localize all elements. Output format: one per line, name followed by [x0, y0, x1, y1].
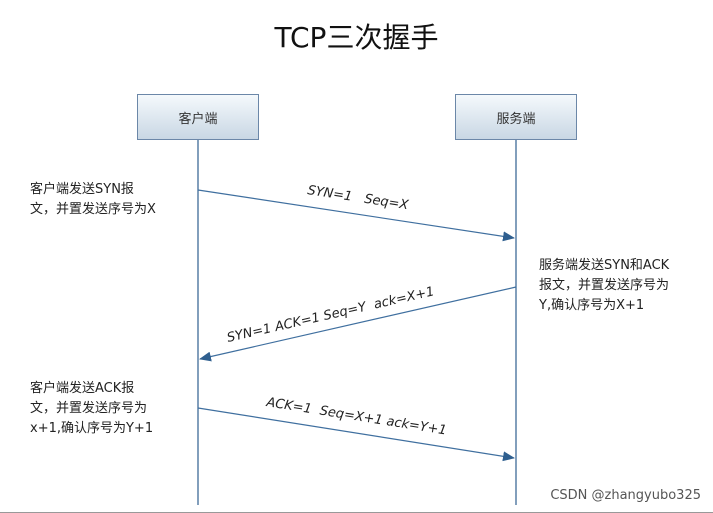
server-lane-label: 服务端	[496, 111, 536, 127]
step2-note-line2: 报文，并置发送序号为	[539, 278, 670, 293]
step1-note-line2: 文，并置发送序号为X	[30, 202, 156, 217]
syn-ack-arrow	[199, 286, 517, 362]
diagram-title: TCP三次握手	[274, 21, 439, 54]
ack-message-label: ACK=1 Seq=X+1 ack=Y+1	[264, 395, 447, 438]
ack-arrow	[197, 407, 515, 462]
step2-note: 服务端发送SYN和ACK 报文，并置发送序号为 Y,确认序号为X+1	[539, 256, 669, 316]
step3-note-line2: 文，并置发送序号为	[30, 401, 148, 416]
step3-note: 客户端发送ACK报 文，并置发送序号为 x+1,确认序号为Y+1	[30, 379, 153, 439]
client-lane-box: 客户端	[137, 94, 259, 140]
step2-note-line1: 服务端发送SYN和ACK	[539, 258, 670, 273]
step1-note-line1: 客户端发送SYN报	[30, 182, 134, 197]
step1-note: 客户端发送SYN报 文，并置发送序号为X	[30, 180, 156, 220]
step2-note-line3: Y,确认序号为X+1	[539, 298, 645, 313]
step3-note-line1: 客户端发送ACK报	[30, 381, 135, 396]
step3-note-line3: x+1,确认序号为Y+1	[30, 421, 154, 436]
server-lane-box: 服务端	[455, 94, 577, 140]
syn-ack-message-label: SYN=1 ACK=1 Seq=Y ack=X+1	[226, 284, 436, 346]
syn-arrow	[197, 189, 515, 242]
csdn-watermark: CSDN @zhangyubo325	[550, 488, 701, 503]
client-lane-label: 客户端	[178, 111, 218, 127]
